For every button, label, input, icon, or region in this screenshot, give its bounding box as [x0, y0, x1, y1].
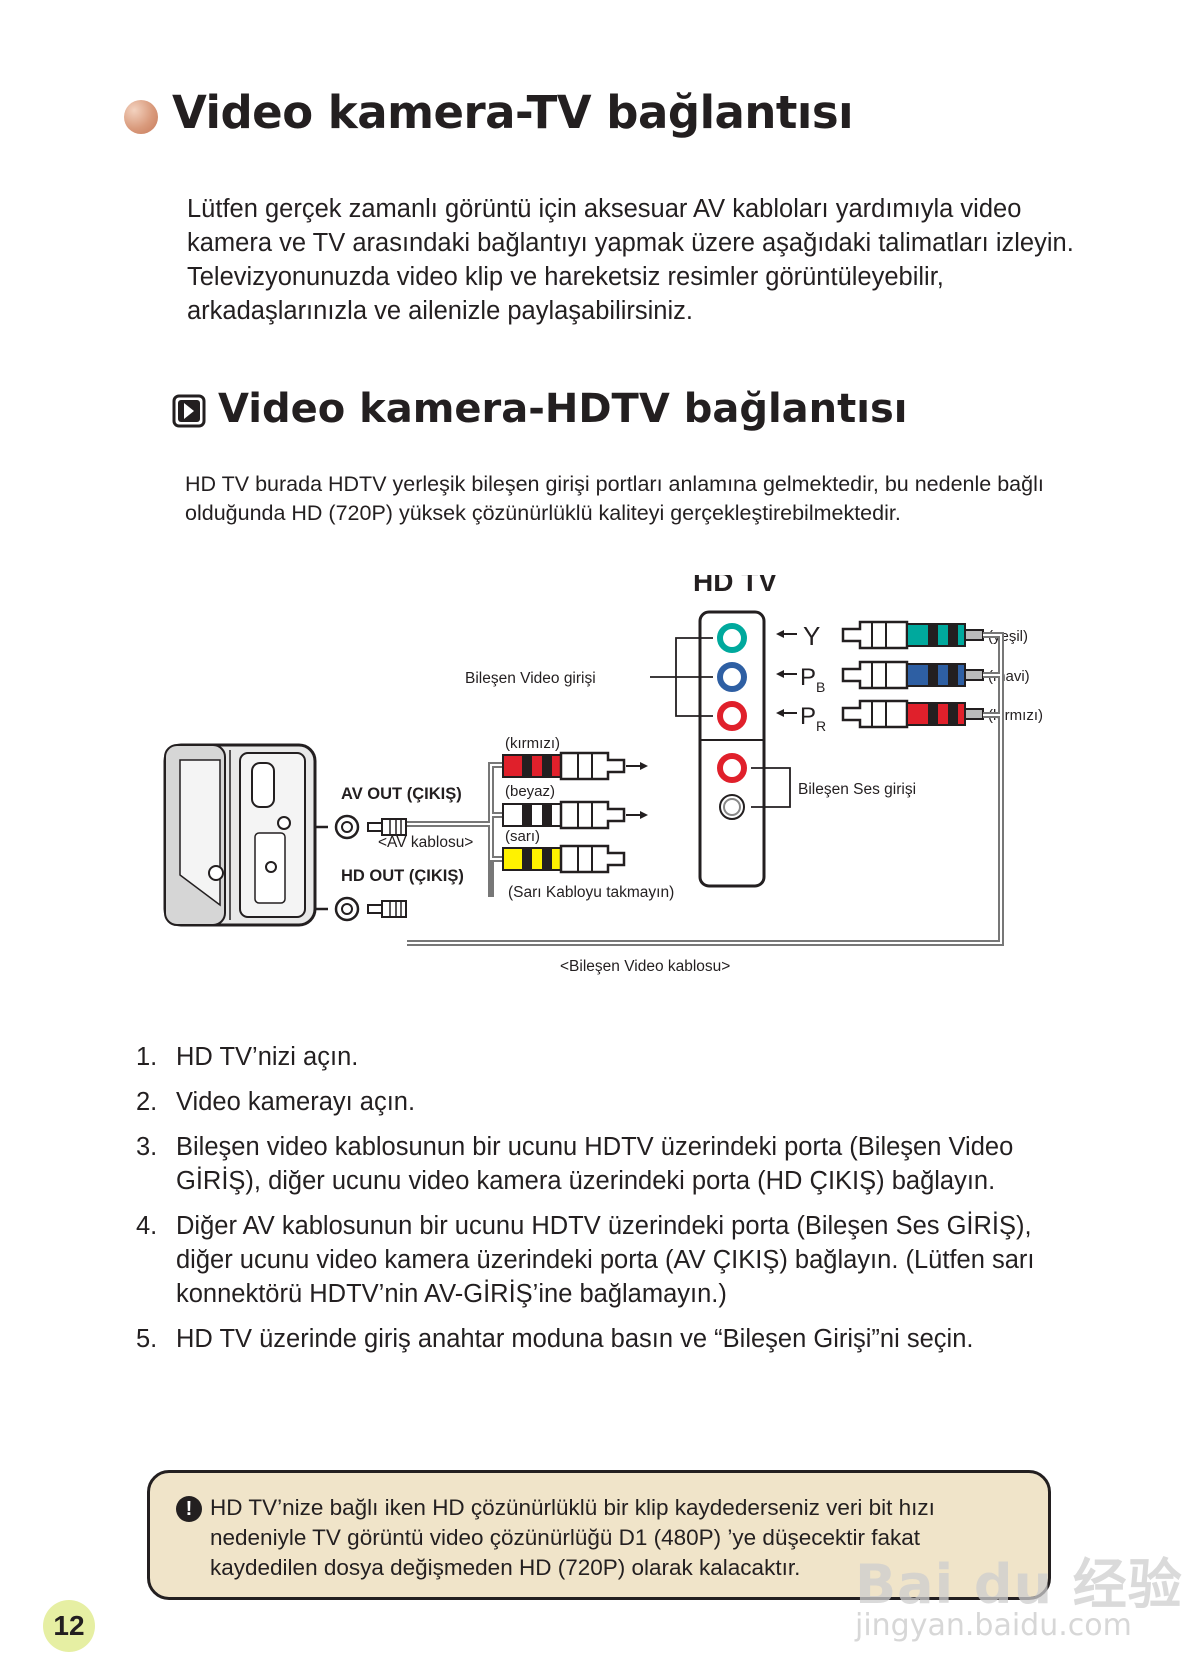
page-number: 12: [43, 1600, 95, 1652]
tv-label: HD TV: [693, 575, 777, 597]
av-red-label: (kırmızı): [505, 735, 560, 752]
warning-icon: !: [176, 1496, 202, 1522]
av-yellow-label: (sarı): [505, 828, 540, 845]
component-cable-label: <Bileşen Video kablosu>: [560, 958, 730, 975]
list-item: 1.HD TV’nizi açın.: [136, 1043, 359, 1071]
list-item: 4.Diğer AV kablosunun bir ucunu HDTV üze…: [136, 1212, 1035, 1308]
av-plug-yellow: [502, 844, 626, 874]
av-out-label: AV OUT (ÇIKIŞ): [341, 785, 462, 803]
audio-red-jack: [717, 753, 747, 783]
title-bullet-icon: [124, 100, 158, 134]
av-white-label: (beyaz): [505, 783, 555, 800]
section-title-text: Video kamera-HDTV bağlantısı: [218, 386, 908, 432]
note-box: [147, 1470, 1051, 1600]
camcorder-illustration: [163, 743, 317, 927]
port-y-label: Y: [803, 621, 820, 651]
hd-minijack-plug: [367, 900, 407, 918]
component-plug-blue: [841, 660, 984, 690]
port-pr-sub: R: [816, 718, 826, 734]
port-pr-jack: [717, 701, 747, 731]
component-cable: [407, 632, 1004, 946]
av-cable-label: <AV kablosu>: [378, 834, 473, 851]
av-plug-white: [502, 800, 648, 830]
section-description: HD TV burada HDTV yerleşik bileşen giriş…: [185, 472, 1044, 525]
hd-out-label: HD OUT (ÇIKIŞ): [341, 867, 464, 885]
watermark-brand: Bai du 经验: [855, 1553, 1183, 1616]
component-audio-in-label: Bileşen Ses girişi: [798, 781, 916, 798]
component-plug-red: [841, 699, 984, 729]
steps-list: 1.HD TV’nizi açın. 2.Video kamerayı açın…: [136, 1040, 1066, 1367]
list-item: 2.Video kamerayı açın.: [136, 1088, 416, 1116]
component-audio-bracket: [751, 767, 791, 808]
av-plug-red: [502, 751, 648, 781]
note-text: HD TV’nize bağlı iken HD çözünürlüklü bi…: [210, 1495, 935, 1580]
av-out-jack: [334, 814, 360, 840]
av-minijack-plug: [367, 818, 407, 836]
av-cable: [407, 762, 503, 897]
port-pb-label: P: [800, 664, 816, 691]
yellow-warning-label: (Sarı Kabloyu takmayın): [508, 884, 674, 901]
component-video-bracket: [650, 637, 713, 717]
tv-panel: [698, 610, 766, 888]
component-plug-green: [841, 620, 984, 650]
port-pr-label: P: [800, 703, 816, 730]
list-item: 3.Bileşen video kablosunun bir ucunu HDT…: [136, 1133, 1014, 1195]
intro-paragraph: Lütfen gerçek zamanlı görüntü için akses…: [187, 195, 1074, 325]
list-item: 5.HD TV üzerinde giriş anahtar moduna ba…: [136, 1325, 974, 1353]
page-title-text: Video kamera-TV bağlantısı: [172, 86, 854, 139]
connection-diagram: HD TV Bileşen Video girişi Bileşen Ses g…: [163, 575, 1043, 975]
section-arrow-icon: [172, 394, 206, 428]
port-y-jack: [717, 623, 747, 653]
hd-out-jack: [334, 896, 360, 922]
port-pb-jack: [717, 662, 747, 692]
watermark-url: jingyan.baidu.com: [855, 1608, 1132, 1643]
port-pb-sub: B: [816, 679, 825, 695]
port-arrows: [776, 630, 797, 717]
component-video-in-label: Bileşen Video girişi: [465, 670, 596, 687]
